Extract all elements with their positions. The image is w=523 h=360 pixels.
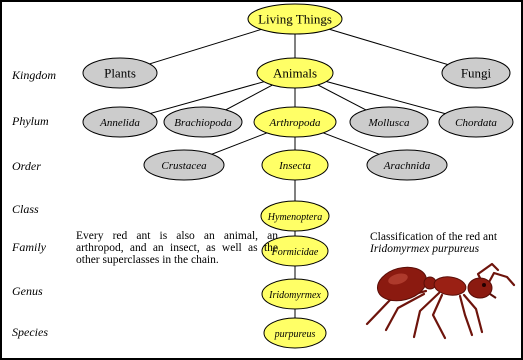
node-kingdom-plants: Plants (83, 58, 157, 88)
rank-label-family: Family (12, 240, 46, 255)
node-plants-label: Plants (104, 66, 136, 81)
node-genus-iridomyrmex: Iridomyrmex (262, 279, 328, 309)
node-root-label: Living Things (258, 12, 332, 27)
node-purpureus-label: purpureus (274, 329, 316, 340)
node-order-arachnida: Arachnida (367, 150, 447, 180)
node-mollusca-label: Mollusca (368, 117, 410, 129)
node-kingdom-animals: Animals (257, 58, 333, 88)
node-kingdom-fungi: Fungi (442, 58, 510, 88)
rank-label-kingdom: Kingdom (12, 68, 56, 83)
node-order-crustacea: Crustacea (144, 150, 224, 180)
node-fungi-label: Fungi (461, 66, 492, 81)
node-phylum-brachiopoda: Brachiopoda (164, 107, 242, 137)
node-crustacea-label: Crustacea (161, 160, 207, 172)
caption-red-ant-classification: Classification of the red ant Iridomyrme… (370, 231, 518, 255)
node-iridomyrmex-label: Iridomyrmex (268, 290, 321, 301)
node-hymenoptera-label: Hymenoptera (267, 212, 322, 223)
node-phylum-arthropoda: Arthropoda (254, 107, 336, 137)
node-phylum-chordata: Chordata (439, 107, 513, 137)
red-ant-illustration (367, 262, 514, 338)
node-phylum-annelida: Annelida (83, 107, 157, 137)
node-animals-label: Animals (273, 66, 317, 81)
node-arthropoda-label: Arthropoda (269, 117, 321, 129)
node-annelida-label: Annelida (99, 117, 140, 129)
node-arachnida-label: Arachnida (383, 160, 431, 172)
caption-red-ant-superclasses: Every red ant is also an animal, an arth… (76, 230, 278, 266)
caption-right-line1: Classification of the red ant (370, 231, 518, 243)
rank-label-order: Order (12, 159, 41, 174)
rank-label-class: Class (12, 202, 39, 217)
node-phylum-mollusca: Mollusca (350, 107, 428, 137)
node-species-purpureus: purpureus (264, 318, 326, 348)
rank-label-phylum: Phylum (12, 114, 49, 129)
rank-label-species: Species (12, 325, 48, 340)
node-root: Living Things (248, 4, 342, 34)
caption-right-species-name: Iridomyrmex purpureus (370, 243, 479, 255)
rank-label-genus: Genus (12, 284, 43, 299)
node-insecta-label: Insecta (278, 160, 311, 172)
node-class-hymenoptera: Hymenoptera (261, 201, 329, 231)
node-chordata-label: Chordata (455, 117, 497, 129)
node-brachiopoda-label: Brachiopoda (174, 117, 232, 129)
node-order-insecta: Insecta (262, 150, 328, 180)
